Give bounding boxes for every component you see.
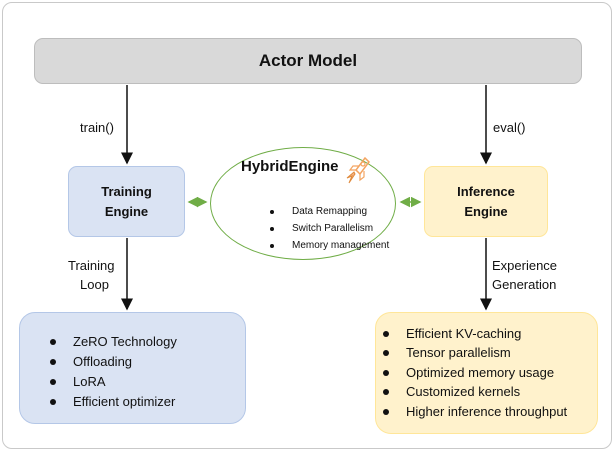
experience-generation-label-2: Generation — [492, 277, 557, 292]
training-loop-label-1: Training — [68, 258, 115, 273]
bullet — [383, 409, 389, 415]
inference-engine-box: Inference Engine — [424, 166, 548, 237]
rocket-icon — [346, 156, 370, 184]
actor-model-box: Actor Model — [34, 38, 582, 84]
actor-model-label: Actor Model — [258, 51, 358, 70]
eval-label: eval() — [493, 120, 526, 135]
inference-features-panel: Efficient KV-caching Tensor parallelism … — [375, 312, 598, 434]
training-engine-line-2: Engine — [104, 203, 149, 219]
bullet — [50, 399, 56, 405]
bullet — [50, 379, 56, 385]
diagram-frame — [2, 2, 612, 449]
train-label: train() — [80, 120, 114, 135]
bullet — [50, 339, 56, 345]
bullet — [383, 331, 389, 337]
inference-engine-line-2: Engine — [464, 203, 508, 219]
training-engine-box: Training Engine — [68, 166, 185, 237]
bullet — [270, 227, 274, 231]
training-features-panel: ZeRO Technology Offloading LoRA Efficien… — [19, 312, 246, 424]
inference-engine-line-1: Inference — [457, 183, 515, 199]
bullet — [383, 370, 389, 376]
experience-generation-label-1: Experience — [492, 258, 558, 273]
bullet — [383, 350, 389, 356]
hybrid-engine-title: HybridEngine — [241, 158, 339, 175]
bullet — [270, 210, 274, 214]
bullet — [50, 359, 56, 365]
hybrid-engine-ellipse — [210, 147, 396, 260]
training-loop-label-2: Loop — [80, 277, 109, 292]
bullet — [383, 389, 389, 395]
bullet — [270, 244, 274, 248]
training-engine-line-1: Training — [101, 183, 152, 199]
